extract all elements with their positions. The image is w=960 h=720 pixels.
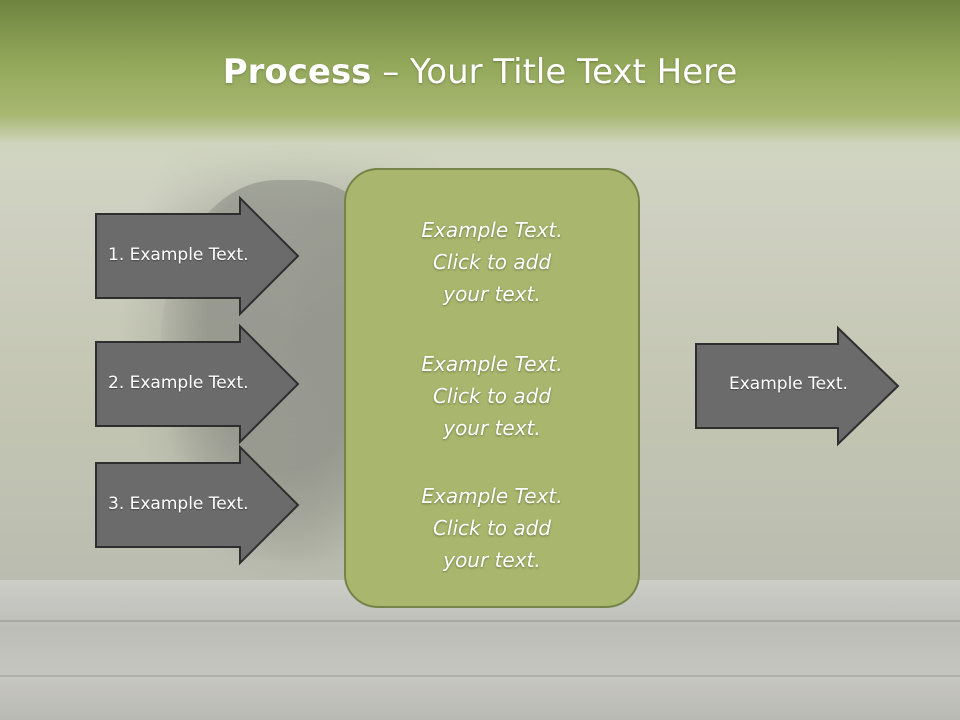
panel-block-2[interactable]: Example Text. Click to add your text. [346, 348, 638, 444]
step-arrow-2[interactable] [95, 323, 300, 445]
center-panel[interactable]: Example Text. Click to add your text. Ex… [344, 168, 640, 608]
step-arrow-1[interactable] [95, 195, 300, 317]
step-label-2: 2. Example Text. [108, 373, 249, 393]
step-arrow-3[interactable] [95, 444, 300, 566]
step-label-1: 1. Example Text. [108, 245, 249, 265]
panel-block-3-line1: Example Text. [421, 484, 563, 508]
panel-block-1-line1: Example Text. [421, 218, 563, 242]
output-arrow[interactable] [695, 325, 900, 447]
panel-block-1-line2: Click to add [432, 250, 552, 274]
panel-block-1-line3: your text. [443, 282, 541, 306]
panel-block-2-line1: Example Text. [421, 352, 563, 376]
title-bold: Process [222, 52, 372, 92]
slide-title[interactable]: Process – Your Title Text Here [0, 52, 960, 92]
panel-block-2-line2: Click to add [432, 384, 552, 408]
output-label: Example Text. [729, 374, 848, 394]
title-rest: – Your Title Text Here [371, 52, 738, 92]
step-label-3: 3. Example Text. [108, 494, 249, 514]
panel-block-3-line3: your text. [443, 548, 541, 572]
panel-block-1[interactable]: Example Text. Click to add your text. [346, 214, 638, 310]
panel-block-3[interactable]: Example Text. Click to add your text. [346, 480, 638, 576]
panel-block-2-line3: your text. [443, 416, 541, 440]
panel-block-3-line2: Click to add [432, 516, 552, 540]
